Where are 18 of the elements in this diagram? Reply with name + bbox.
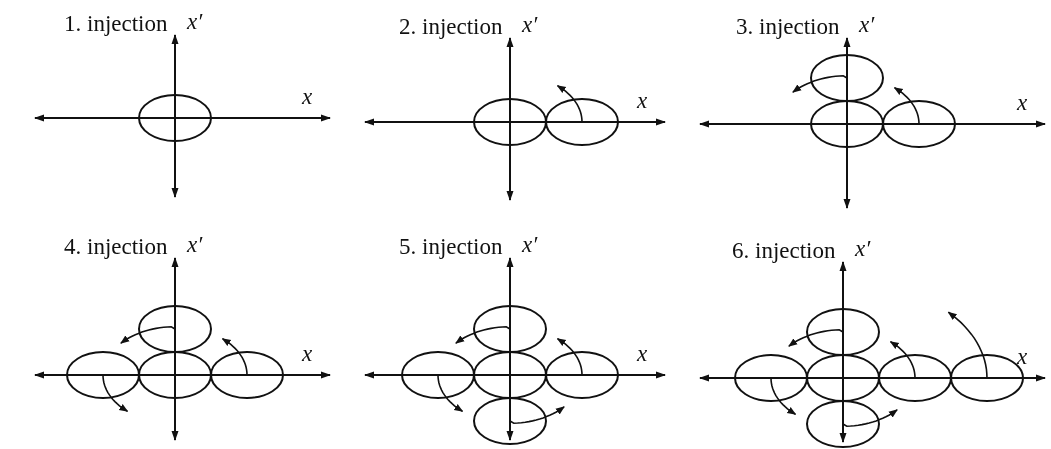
panel-title: 2. injection [399, 14, 503, 40]
axis-label: x [1017, 344, 1028, 370]
axis-label: x [302, 341, 313, 367]
panel-title: 3. injection [736, 14, 840, 40]
panel-title: 6. injection [732, 238, 836, 264]
axis-label: x [637, 341, 648, 367]
axis-label: x′ [855, 236, 871, 262]
axis-label: x [1017, 90, 1028, 116]
axis-label: x′ [187, 9, 203, 35]
axis-label: x′ [522, 12, 538, 38]
axis-label: x′ [522, 232, 538, 258]
panel-title: 1. injection [64, 11, 168, 37]
axis-label: x [637, 88, 648, 114]
panel-title: 5. injection [399, 234, 503, 260]
axis-label: x [302, 84, 313, 110]
axis-label: x′ [859, 12, 875, 38]
axis-label: x′ [187, 232, 203, 258]
panel-title: 4. injection [64, 234, 168, 260]
